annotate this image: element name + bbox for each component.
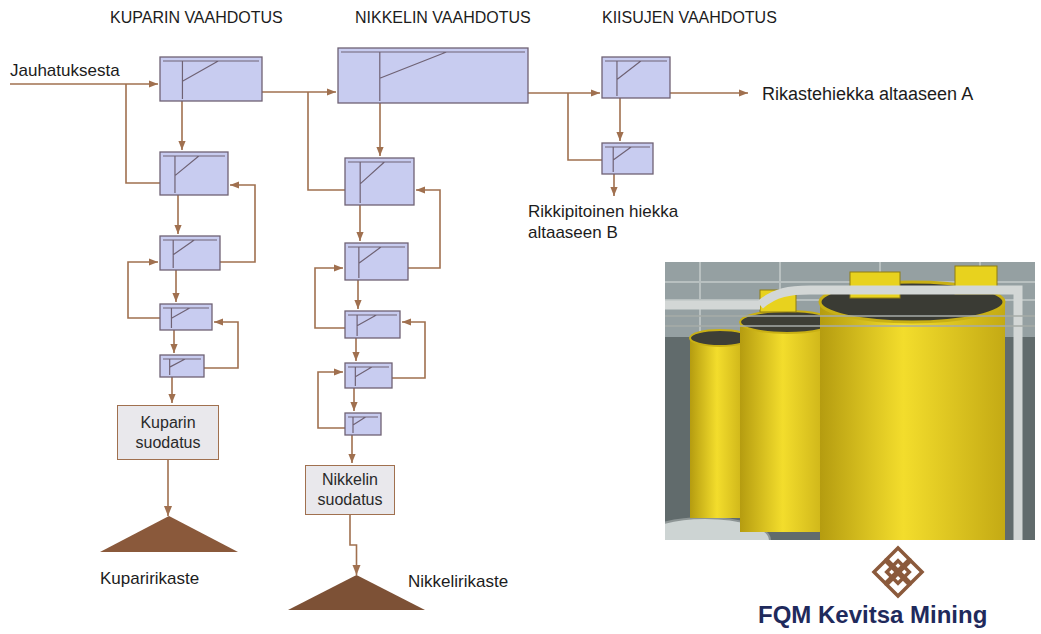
flow-line — [177, 195, 179, 234]
cell-symbol — [163, 240, 217, 268]
cell-symbol — [163, 308, 209, 328]
flow-line — [171, 377, 173, 403]
flotation-cell — [345, 158, 414, 205]
cell-body — [160, 236, 220, 270]
flow-line — [10, 83, 158, 85]
flow-arrow — [350, 515, 357, 575]
flotation-cell — [160, 304, 212, 330]
hall-beams — [665, 262, 1035, 337]
flow-line — [262, 91, 336, 93]
cell-symbol — [163, 61, 259, 99]
flow-line — [220, 185, 255, 262]
flotation-cell — [345, 363, 392, 388]
pile-triangle — [100, 516, 238, 552]
pile-label: Kuparirikaste — [100, 568, 199, 589]
yellow-tank — [820, 302, 1005, 540]
pile-label: Nikkelirikaste — [408, 571, 508, 592]
plant-photo — [665, 262, 1035, 540]
cell-body — [345, 158, 414, 205]
pile-shape — [100, 516, 238, 552]
pile-triangle — [288, 575, 425, 610]
flotation-cell — [602, 143, 653, 174]
tailings-label: Rikastehiekka altaaseen A — [762, 83, 973, 106]
flow-line — [351, 435, 353, 463]
flow-line — [568, 93, 602, 160]
section-heading: KUPARIN VAAHDOTUS — [110, 8, 283, 28]
flow-line — [357, 280, 359, 309]
flow-line — [308, 92, 345, 190]
flow-line — [619, 98, 621, 141]
box-label: Nikkelin suodatus — [312, 470, 388, 510]
hall-wall — [665, 262, 1035, 337]
flow-line — [359, 205, 361, 241]
cell-symbol — [341, 52, 525, 101]
flow-line — [318, 372, 345, 428]
feed-label: Jauhatuksesta — [10, 60, 120, 81]
flow-line — [613, 174, 615, 196]
company-name: FQM Kevitsa Mining — [758, 600, 987, 630]
flotation-cell — [160, 57, 262, 101]
cell-symbol — [163, 359, 201, 375]
cell-body — [345, 413, 381, 435]
section-heading: NIKKELIN VAAHDOTUS — [355, 8, 531, 28]
cell-body — [160, 304, 212, 330]
cell-symbol — [348, 162, 411, 203]
flow-line — [353, 388, 355, 411]
concentrate-pile: Nikkelirikaste — [288, 575, 425, 610]
flow-line — [173, 330, 175, 353]
flow-line — [315, 268, 345, 328]
railing — [665, 316, 1035, 326]
flotation-cell — [345, 243, 408, 280]
flotation-cell — [345, 311, 400, 338]
concentrate-pile: Kuparirikaste — [100, 516, 238, 552]
flow-line — [128, 262, 160, 318]
box-label: Kuparin suodatus — [124, 413, 212, 453]
logo-mark — [874, 548, 922, 596]
flotation-cell — [160, 152, 228, 195]
cell-body — [345, 363, 392, 388]
flotation-cell — [160, 355, 204, 377]
cell-symbol — [348, 315, 397, 336]
flotation-cell — [345, 413, 381, 435]
flotation-cell — [160, 236, 220, 270]
flow-line — [528, 92, 600, 94]
flow-line — [181, 101, 183, 150]
cell-body — [602, 143, 653, 174]
flow-line — [379, 103, 381, 156]
process-box: Nikkelin suodatus — [305, 465, 395, 515]
cell-symbol — [348, 417, 378, 433]
cell-symbol — [163, 156, 225, 193]
flotation-cell — [338, 48, 528, 103]
cell-symbol — [605, 147, 650, 172]
cell-symbol — [605, 61, 667, 96]
cell-body — [345, 311, 400, 338]
cell-body — [345, 243, 408, 280]
section-heading: KIISUJEN VAAHDOTUS — [602, 8, 777, 28]
cell-body — [602, 57, 670, 98]
flow-arrow — [167, 460, 169, 516]
flow-line — [175, 270, 177, 302]
cell-body — [160, 152, 228, 195]
logo-square — [887, 561, 910, 584]
flow-line — [355, 338, 357, 361]
cell-body — [338, 48, 528, 103]
pipe — [665, 290, 1018, 540]
process-box: Kuparin suodatus — [117, 405, 219, 460]
flow-line — [126, 84, 160, 183]
tank-top — [740, 311, 834, 333]
flow-lines — [10, 84, 748, 463]
tailings-label: Rikkipitoinen hiekka altaaseen B — [528, 201, 728, 244]
flow-line — [670, 92, 748, 94]
flotation-cell — [602, 57, 670, 98]
cell-body — [160, 355, 204, 377]
cell-symbol — [348, 247, 405, 278]
cell-body — [160, 57, 262, 101]
pile-shape — [288, 575, 425, 610]
cell-symbol — [348, 367, 389, 386]
